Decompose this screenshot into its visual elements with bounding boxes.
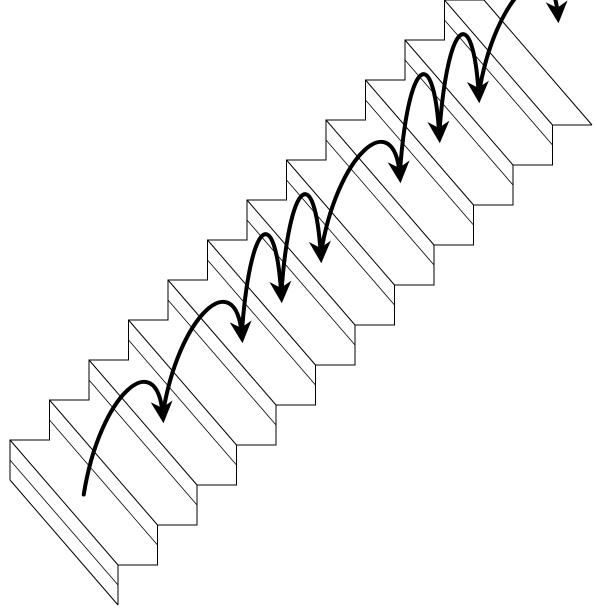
stair-hatch-line (167, 299, 277, 426)
stair-hatch-line (207, 259, 316, 386)
stair-edge-line (286, 159, 395, 286)
stair-hatch-line (246, 219, 356, 346)
stair-hatch-line (365, 99, 474, 226)
hop-arrow (476, 0, 568, 97)
staircase (9, 0, 593, 606)
stair-edge-line (365, 79, 474, 206)
stair-hatch-line (128, 339, 237, 466)
hop-arrow (397, 72, 450, 177)
hop-arrow (437, 32, 489, 137)
stair-hatch-line (286, 179, 395, 306)
hop-arrows (81, 0, 568, 497)
hop-arrow (160, 299, 252, 417)
stair-edge-line (167, 279, 277, 406)
stair-edge-line (128, 319, 237, 446)
stair-hatch-line (444, 19, 553, 146)
stair-back-profile (117, 124, 592, 605)
stair-hatch-line (325, 139, 435, 266)
stair-edge-line (49, 399, 158, 526)
stair-hatch-line (404, 59, 514, 186)
stair-edge-line (325, 119, 435, 246)
stair-edge-line (444, 0, 553, 126)
stair-hatch-line (49, 419, 158, 546)
stair-edge-line (9, 479, 119, 606)
hop-arrow (239, 232, 292, 337)
stair-hatch-line (9, 459, 119, 586)
stair-hatch-line (88, 379, 198, 506)
hop-arrow (318, 139, 410, 257)
stair-edge-line (207, 239, 316, 366)
hop-arrow (81, 379, 173, 497)
stair-edge-line (404, 39, 514, 166)
stair-edge-line (9, 439, 119, 566)
stair-edge-line (246, 199, 356, 326)
stair-edge-line (88, 359, 198, 486)
hop-arrow (279, 192, 331, 297)
stair-front-profile (9, 0, 484, 480)
